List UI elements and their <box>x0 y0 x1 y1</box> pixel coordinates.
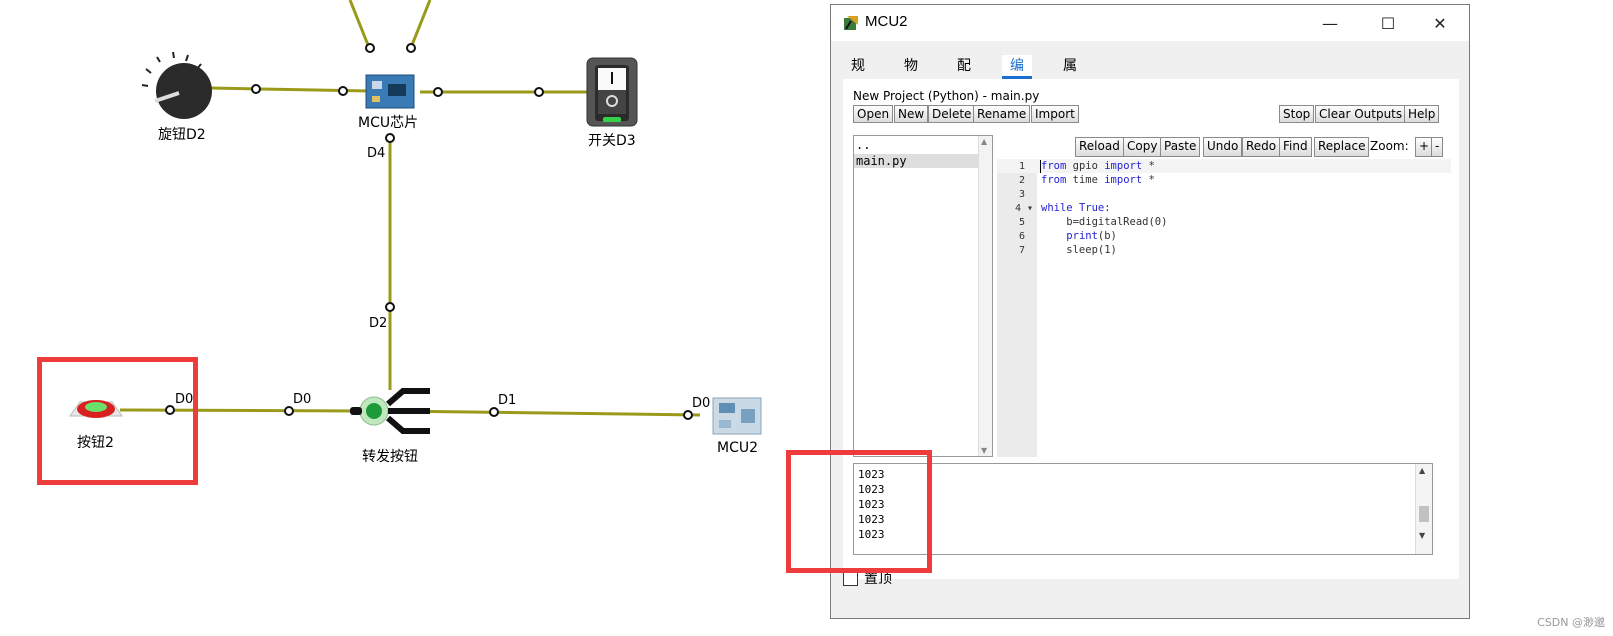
tab-spec[interactable]: 规格 <box>851 58 865 96</box>
scroll-up-icon[interactable]: ▲ <box>1419 466 1426 475</box>
relay-button-device[interactable]: 转发按钮 <box>350 388 430 465</box>
delete-button[interactable]: Delete <box>928 105 976 123</box>
rename-button[interactable]: Rename <box>973 105 1031 123</box>
open-button[interactable]: Open <box>853 105 894 123</box>
scroll-thumb[interactable] <box>1419 506 1429 522</box>
tab-physical[interactable]: 物理 <box>904 58 918 96</box>
text-cursor <box>1040 160 1041 173</box>
replace-button[interactable]: Replace <box>1314 137 1370 157</box>
close-button[interactable]: ✕ <box>1433 13 1447 33</box>
app-icon <box>844 16 858 30</box>
clear-outputs-button[interactable]: Clear Outputs <box>1315 105 1407 123</box>
maximize-button[interactable]: ☐ <box>1380 13 1396 33</box>
port-label-d4: D4 <box>367 146 385 161</box>
port-label-button-d0: D0 <box>175 392 193 407</box>
line-number: 3 <box>1018 189 1025 200</box>
output-line: 1023 <box>858 528 885 541</box>
project-title: New Project (Python) - main.py <box>853 89 1040 103</box>
zoom-label: Zoom: <box>1370 139 1409 153</box>
highlight-box-button <box>37 357 198 485</box>
minimize-button[interactable]: — <box>1322 13 1338 33</box>
scroll-down-icon[interactable]: ▼ <box>981 446 988 455</box>
watermark: CSDN @渺邈 <box>1537 616 1605 629</box>
line-number: 6 <box>1018 231 1025 242</box>
programming-panel: New Project (Python) - main.py Open New … <box>843 79 1459 579</box>
file-item-main[interactable]: main.py <box>854 154 978 168</box>
mcu2-device[interactable]: MCU2 <box>712 397 762 456</box>
output-scrollbar[interactable]: ▲ ▼ <box>1415 464 1432 554</box>
line-number-gutter <box>997 159 1037 457</box>
import-button[interactable]: Import <box>1031 105 1079 123</box>
code-line[interactable]: while True: <box>1041 202 1111 214</box>
port-label-relay-d1: D1 <box>498 393 516 408</box>
current-line-highlight <box>997 159 1451 173</box>
line-number: 1 <box>1018 161 1025 172</box>
button-label: 按钮2 <box>77 435 114 451</box>
title-bar[interactable]: MCU2 — ☐ ✕ <box>831 5 1469 41</box>
knob-pointer <box>154 91 180 103</box>
knob-device[interactable]: 旋钮D2 <box>141 51 212 143</box>
output-line: 1023 <box>858 498 885 511</box>
line-number: 4 ▾ <box>1014 203 1033 214</box>
mcu-chip-label: MCU芯片 <box>358 115 418 131</box>
paste-button[interactable]: Paste <box>1160 137 1201 157</box>
wire-button-relay <box>119 408 363 413</box>
undo-button[interactable]: Undo <box>1203 137 1243 157</box>
line-number: 5 <box>1018 217 1025 228</box>
tab-config[interactable]: 配置 <box>957 58 971 96</box>
port-connectors <box>165 43 693 420</box>
wire-top-right <box>408 0 432 51</box>
find-button[interactable]: Find <box>1279 137 1312 157</box>
highlight-box-output <box>786 450 932 573</box>
port-label-d2: D2 <box>369 316 387 331</box>
help-button[interactable]: Help <box>1404 105 1440 123</box>
code-line[interactable]: sleep(1) <box>1041 244 1117 256</box>
wires <box>119 0 701 417</box>
port-label-relay-d0: D0 <box>293 392 311 407</box>
file-list[interactable]: .. main.py ▲ ▼ <box>853 135 993 457</box>
wire-relay-mcu2 <box>389 409 701 417</box>
tab-attributes[interactable]: 属性 <box>1063 58 1077 96</box>
line-number: 2 <box>1018 175 1025 186</box>
button-device[interactable]: 按钮2 <box>69 400 123 451</box>
knob-icon <box>156 63 212 119</box>
scroll-down-icon[interactable]: ▼ <box>1419 531 1426 540</box>
code-editor[interactable]: Reload Copy Paste Undo Redo Find Replace… <box>997 135 1451 457</box>
zoom-out-button[interactable]: - <box>1431 137 1444 157</box>
knob-label: 旋钮D2 <box>158 127 206 143</box>
output-line: 1023 <box>858 468 885 481</box>
wire-top-left <box>348 0 372 51</box>
output-line: 1023 <box>858 483 885 496</box>
mcu2-label: MCU2 <box>717 440 758 456</box>
output-line: 1023 <box>858 513 885 526</box>
code-line[interactable]: print(b) <box>1066 230 1117 242</box>
code-line[interactable]: b=digitalRead(0) <box>1041 216 1168 228</box>
copy-button[interactable]: Copy <box>1123 137 1162 157</box>
switch-label: 开关D3 <box>588 133 636 149</box>
mcu2-window[interactable]: MCU2 — ☐ ✕ 规格 物理 配置 编程 属性 New Project (P… <box>830 4 1470 619</box>
code-line[interactable]: from time import * <box>1041 174 1155 186</box>
stop-button[interactable]: Stop <box>1279 105 1315 123</box>
mcu-chip-device[interactable]: MCU芯片 <box>358 74 418 131</box>
redo-button[interactable]: Redo <box>1242 137 1281 157</box>
reload-button[interactable]: Reload <box>1075 137 1124 157</box>
window-title: MCU2 <box>865 13 908 30</box>
relay-button-label: 转发按钮 <box>362 449 418 465</box>
topmost-label: 置顶 <box>864 571 892 587</box>
output-console[interactable]: 1023 1023 1023 1023 1023 ▲ ▼ <box>853 463 1433 555</box>
new-button[interactable]: New <box>894 105 929 123</box>
line-number: 7 <box>1018 245 1025 256</box>
code-line[interactable]: from gpio import * <box>1041 160 1155 172</box>
scroll-up-icon[interactable]: ▲ <box>981 137 988 146</box>
file-list-scrollbar[interactable]: ▲ ▼ <box>978 136 992 456</box>
tab-programming[interactable]: 编程 <box>1002 55 1032 96</box>
file-item-parent[interactable]: .. <box>856 138 871 152</box>
switch-device[interactable]: 开关D3 <box>586 57 638 149</box>
port-label-mcu2-d0: D0 <box>692 396 710 411</box>
